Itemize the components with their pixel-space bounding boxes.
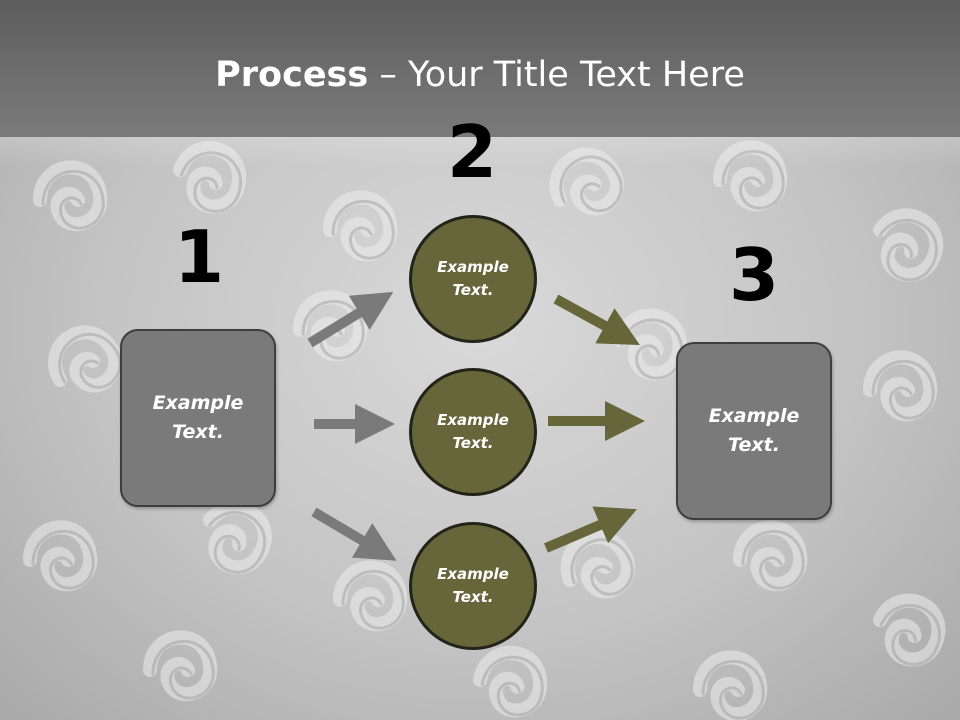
title-bar: [0, 0, 960, 137]
step-2-circle-middle: Example Text.: [409, 368, 537, 496]
title-rest-part: – Your Title Text Here: [368, 55, 745, 95]
arrow-from-bottom-circle: [544, 506, 637, 553]
step-number-3: 3: [728, 233, 780, 317]
step-2-circle-bottom: Example Text.: [409, 522, 537, 650]
step-1-box-line-1: Example: [152, 392, 244, 414]
title-bold-part: Process: [215, 55, 369, 95]
circle-top-line-2: Text.: [452, 281, 494, 299]
circle-middle-line-1: Example: [437, 411, 509, 429]
arrow-from-top-circle: [553, 294, 640, 346]
step-1-box: Example Text.: [120, 329, 276, 507]
slide-title: Process – Your Title Text Here: [0, 52, 960, 98]
circle-middle-line-2: Text.: [452, 434, 494, 452]
arrow-to-top-circle: [307, 291, 394, 348]
circle-top-line-1: Example: [437, 258, 509, 276]
step-3-box: Example Text.: [676, 342, 832, 520]
arrow-to-bottom-circle: [311, 507, 397, 561]
step-number-2: 2: [446, 110, 498, 194]
step-number-1: 1: [173, 215, 225, 299]
step-3-box-line-1: Example: [708, 405, 800, 427]
title-band: [0, 137, 960, 167]
circle-bottom-line-1: Example: [437, 565, 509, 583]
circle-bottom-line-2: Text.: [452, 588, 494, 606]
step-2-circle-top: Example Text.: [409, 215, 537, 343]
step-1-box-line-2: Text.: [172, 421, 224, 443]
step-3-box-line-2: Text.: [728, 434, 780, 456]
